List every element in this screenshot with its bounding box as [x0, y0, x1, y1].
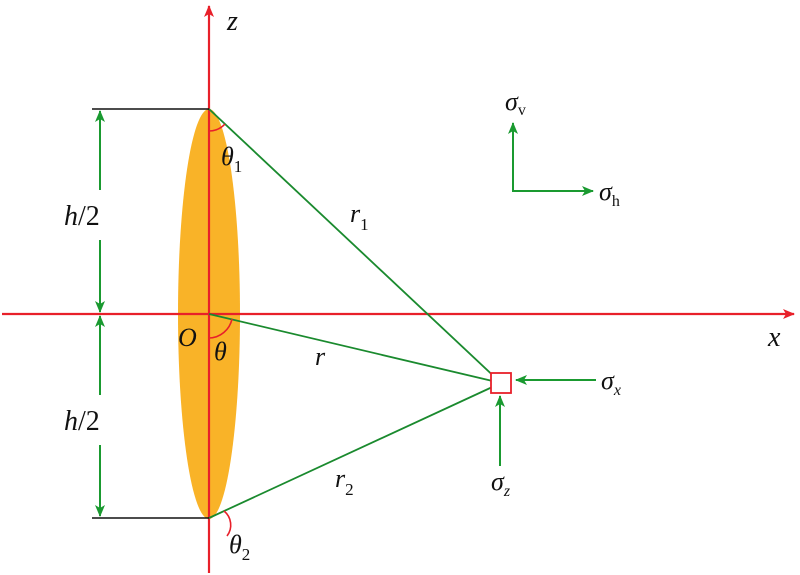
x-axis-label: x: [767, 322, 781, 353]
r1-label: r1: [350, 199, 369, 234]
origin-label: O: [178, 323, 197, 352]
theta2-label: θ2: [229, 530, 250, 564]
angle-arc-theta2: [223, 510, 232, 537]
sigma-x-label: σx: [601, 366, 621, 399]
dim-label-bottom: h/2: [64, 406, 100, 437]
sigma-v-label: σv: [505, 87, 526, 119]
stress-element: [490, 372, 512, 394]
sigma-z-label: σz: [491, 467, 511, 500]
theta-label: θ: [214, 337, 227, 366]
sigma-h-label: σh: [599, 177, 620, 210]
line-r: [208, 313, 502, 384]
angle-arc-theta1: [208, 123, 226, 132]
line-r1: [208, 108, 502, 384]
r2-label: r2: [335, 464, 354, 499]
dim-label-top: h/2: [64, 201, 100, 232]
theta1-label: θ1: [221, 142, 242, 176]
angle-arc-theta: [208, 318, 233, 339]
z-axis-label: z: [226, 6, 238, 37]
line-r2: [208, 382, 502, 519]
r-label: r: [315, 342, 326, 371]
